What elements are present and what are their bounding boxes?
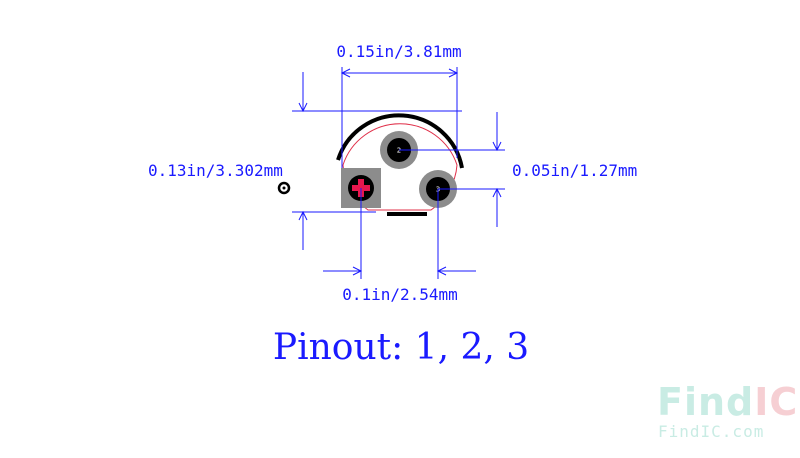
pinout-label: Pinout: 1, 2, 3 <box>273 327 529 368</box>
dimension-label-width: 0.15in/3.81mm <box>336 42 461 61</box>
svg-text:FindIC: FindIC <box>657 380 798 424</box>
watermark-url: FindIC.com <box>658 422 764 441</box>
origin-marker <box>277 181 291 195</box>
findic-watermark: FindIC FindIC.com <box>657 380 798 441</box>
dimension-label-pitch-bottom: 0.1in/2.54mm <box>342 285 458 304</box>
watermark-brand-find: Find <box>657 380 754 424</box>
dimension-label-pitch-right: 0.05in/1.27mm <box>512 161 637 180</box>
watermark-brand-ic: IC <box>754 380 798 424</box>
dimension-lines <box>292 67 505 279</box>
dimension-label-height: 0.13in/3.302mm <box>148 161 283 180</box>
silkscreen-arc <box>336 113 464 169</box>
